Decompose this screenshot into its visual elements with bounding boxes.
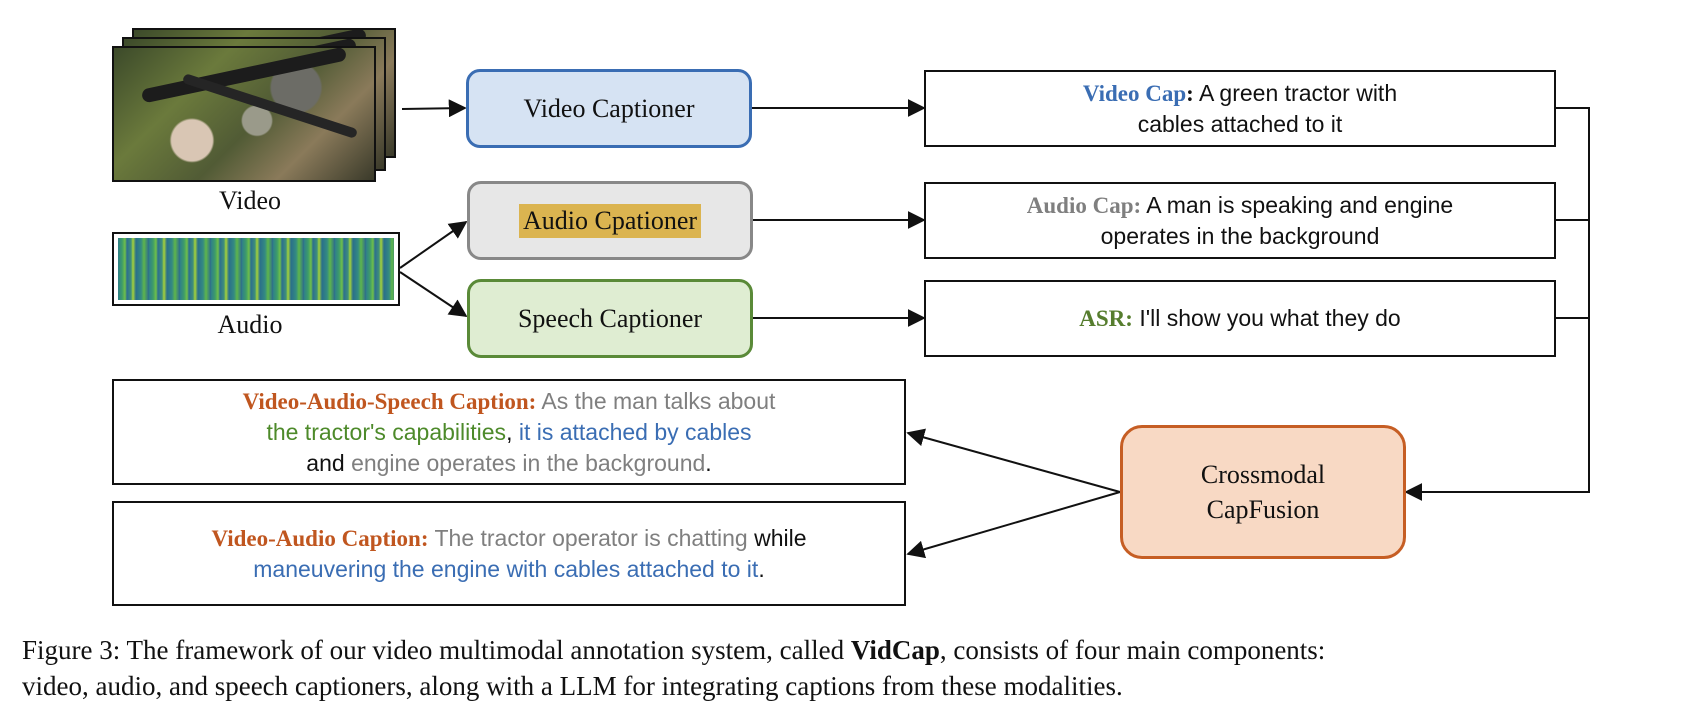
video-label: Video [219, 186, 281, 215]
video-cap-tag: Video Cap [1082, 80, 1187, 106]
audio-cap-box: Audio Cap: A man is speaking and engine … [924, 182, 1556, 259]
vas-caption-comma: , [506, 418, 519, 445]
video-cap-text-line2: cables attached to it [1137, 110, 1343, 137]
arrow-video-to-captioner [401, 99, 467, 118]
audio-captioner-box: Audio Cpationer [467, 181, 753, 260]
speech-captioner-label: Speech Captioner [517, 303, 703, 333]
video-captioner-box: Video Captioner [466, 69, 752, 148]
arrow-fusion-to-vas-caption [906, 428, 1121, 493]
figure-caption-bold: VidCap [850, 635, 940, 665]
asr-cap-tag: ASR: [1079, 306, 1133, 331]
arrow-fusion-to-va-caption [906, 491, 1121, 559]
video-cap-sep: : [1186, 80, 1194, 106]
video-frame-front [112, 46, 376, 182]
audio-spectrogram [112, 232, 400, 306]
audio-cap-text-line1: A man is speaking and engine [1141, 191, 1454, 218]
arrow-audio-to-speech-captioner [399, 271, 468, 317]
speech-captioner-box: Speech Captioner [467, 279, 753, 358]
va-caption-part1: The tractor operator is chatting [428, 524, 748, 551]
video-audio-caption-box: Video-Audio Caption: The tractor operato… [112, 501, 906, 606]
video-audio-speech-caption-box: Video-Audio-Speech Caption: As the man t… [112, 379, 906, 485]
vas-caption-part2: the tractor's capabilities [266, 418, 507, 445]
figure-caption: Figure 3: The framework of our video mul… [22, 632, 1692, 704]
arrow-audio-to-audio-captioner [399, 220, 468, 269]
audio-label: Audio [217, 310, 283, 339]
video-captioner-label: Video Captioner [523, 93, 695, 123]
fusion-line2: CapFusion [1206, 495, 1320, 524]
vas-caption-part1: As the man talks about [536, 387, 776, 414]
figure-caption-prefix: Figure 3: The framework of our video mul… [22, 635, 851, 665]
vas-caption-end: . [705, 449, 712, 476]
vas-caption-part3: it is attached by cables [518, 418, 752, 445]
asr-cap-box: ASR: I'll show you what they do [924, 280, 1556, 357]
crossmodal-capfusion-box: Crossmodal CapFusion [1120, 425, 1406, 559]
vas-caption-tag: Video-Audio-Speech Caption: [242, 388, 537, 414]
fusion-line1: Crossmodal [1200, 460, 1326, 489]
bracket-captions-to-fusion [1404, 107, 1590, 501]
va-caption-part3: maneuvering the engine with cables attac… [253, 555, 759, 582]
video-cap-text-line1: A green tractor with [1193, 79, 1398, 106]
va-caption-end: . [758, 555, 765, 582]
va-caption-tag: Video-Audio Caption: [211, 525, 429, 551]
vas-caption-part4: and [306, 449, 352, 476]
vas-caption-part5: engine operates in the background [351, 449, 706, 476]
asr-cap-text: I'll show you what they do [1132, 305, 1401, 331]
audio-cap-text-line2: operates in the background [1100, 222, 1380, 249]
audio-cap-tag: Audio Cap: [1026, 192, 1142, 218]
audio-captioner-label: Audio Cpationer [518, 203, 702, 238]
figure-caption-suffix: , consists of four main components: [939, 635, 1326, 665]
va-caption-part2: while [747, 524, 807, 551]
video-cap-box: Video Cap: A green tractor with cables a… [924, 70, 1556, 147]
figure-caption-line2: video, audio, and speech captioners, alo… [22, 671, 1123, 701]
